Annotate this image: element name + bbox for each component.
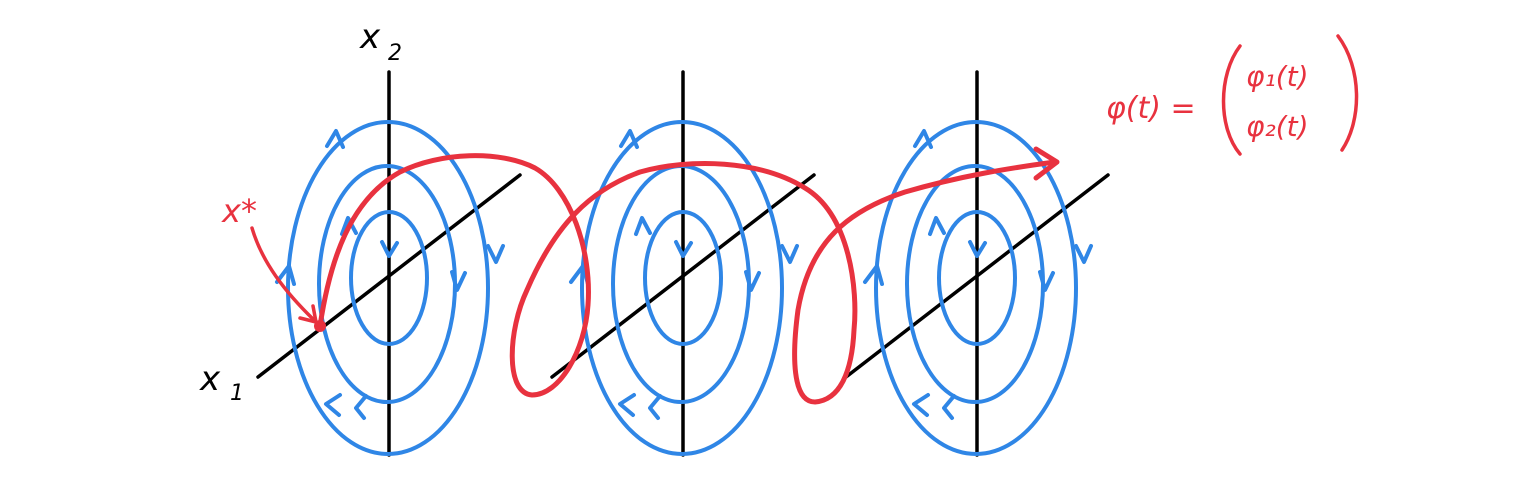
orbit-middle-1	[317, 164, 457, 404]
phi2-component: φ₂(t)	[1246, 110, 1309, 143]
orbit-arrow-1e	[340, 216, 358, 236]
left-paren	[1221, 44, 1242, 156]
orbit-arrow-2c	[618, 393, 636, 417]
trajectory-arrowhead	[1033, 146, 1060, 181]
orbit-arrow-2a	[619, 129, 639, 149]
orbit-inner-2	[643, 210, 723, 346]
phi-lhs-label: φ(t) =	[1106, 91, 1196, 126]
orbit-arrow-3d	[1074, 244, 1093, 264]
orbit-outer-3	[874, 120, 1078, 456]
orbit-outer-1	[286, 120, 490, 456]
orbit-inner-1	[349, 210, 429, 346]
orbit-arrow-3g	[1038, 270, 1055, 292]
orbit-arrow-2h	[674, 240, 693, 258]
orbit-arrow-2e	[634, 216, 652, 236]
phi1-component: φ₁(t)	[1246, 60, 1309, 93]
phase-plane-2	[550, 70, 816, 457]
phase-plane-3	[844, 70, 1110, 457]
x2-axis-subscript: 2	[388, 41, 402, 66]
phase-plane-1	[256, 70, 522, 457]
orbit-arrow-3b	[863, 264, 884, 286]
orbit-arrow-1b	[275, 264, 296, 286]
orbit-arrow-1d	[486, 244, 505, 264]
x2-axis-label: x	[359, 17, 381, 57]
orbit-arrow-1a	[325, 129, 345, 149]
orbit-inner-3	[937, 210, 1017, 346]
orbit-arrow-2g	[744, 270, 761, 292]
orbit-arrow-1h	[380, 240, 399, 258]
orbit-middle-3	[905, 164, 1045, 404]
xstar-pointer-arrowhead	[298, 304, 318, 324]
xstar-label: x*	[221, 192, 257, 230]
right-paren	[1336, 34, 1359, 152]
orbit-outer-2	[580, 120, 784, 456]
x1-axis-subscript: 1	[230, 381, 244, 406]
orbit-arrow-3e	[928, 216, 946, 236]
orbit-arrow-2d	[780, 244, 799, 264]
x1-axis-label: x	[199, 359, 221, 399]
orbit-arrow-2f	[648, 394, 662, 420]
orbit-arrow-3a	[913, 129, 933, 149]
orbit-arrow-1f	[354, 394, 368, 420]
trajectory-phi	[317, 153, 1058, 405]
orbit-arrow-1c	[324, 393, 342, 417]
orbit-arrow-3h	[968, 240, 987, 258]
xstar-pointer-arrow	[250, 226, 316, 322]
orbit-middle-2	[611, 164, 751, 404]
orbit-arrow-3c	[912, 393, 930, 417]
orbit-arrow-3f	[942, 394, 956, 420]
orbit-arrow-1g	[450, 270, 467, 292]
